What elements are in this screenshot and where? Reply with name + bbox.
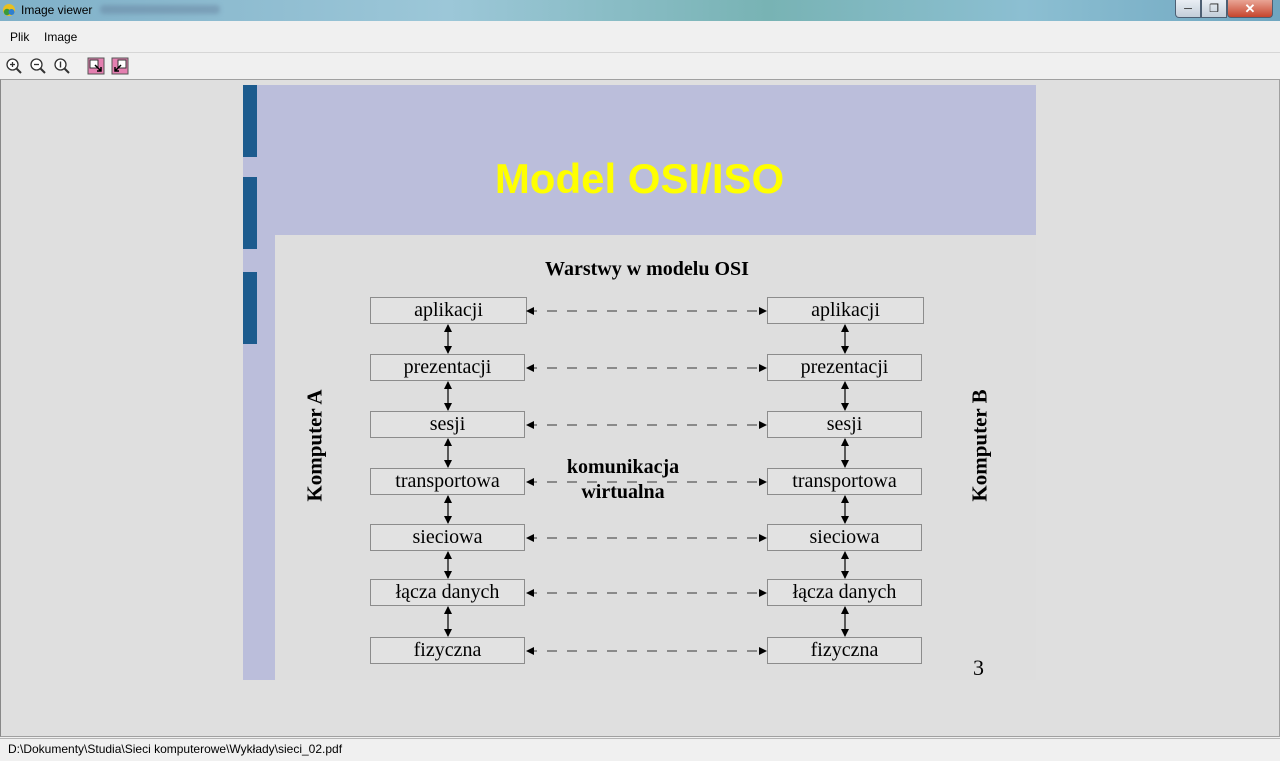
diagram-arrows — [444, 307, 849, 655]
layer-right-lacza-danych: łącza danych — [767, 579, 922, 606]
layer-left-transportowa: transportowa — [370, 468, 525, 495]
center-label-line1: komunikacja — [566, 456, 680, 478]
center-label-line2: wirtualna — [581, 481, 665, 503]
layer-right-aplikacji: aplikacji — [767, 297, 924, 324]
page-number: 3 — [973, 655, 984, 680]
blurred-title-text — [100, 5, 220, 14]
minimize-button[interactable]: ─ — [1175, 0, 1201, 18]
actual-size-icon[interactable] — [111, 57, 129, 75]
fit-window-icon[interactable] — [87, 57, 105, 75]
layer-left-prezentacji: prezentacji — [370, 354, 525, 381]
toolbar — [0, 52, 1280, 79]
layer-right-fizyczna: fizyczna — [767, 637, 922, 664]
menu-bar: Plik Image — [0, 27, 1280, 47]
layer-right-sieciowa: sieciowa — [767, 524, 922, 551]
accent-bar-3 — [243, 272, 257, 344]
title-bar: Image viewer ─ ❐ ✕ — [0, 0, 1280, 21]
app-icon — [3, 4, 15, 16]
zoom-reset-icon[interactable] — [53, 57, 71, 75]
layer-left-sieciowa: sieciowa — [370, 524, 525, 551]
layer-right-sesji: sesji — [767, 411, 922, 438]
zoom-in-icon[interactable] — [5, 57, 23, 75]
slide-title: Model OSI/ISO — [494, 155, 785, 202]
layer-left-lacza-danych: łącza danych — [370, 579, 525, 606]
window-title: Image viewer — [21, 3, 93, 17]
layer-right-transportowa: transportowa — [767, 468, 922, 495]
layer-right-prezentacji: prezentacji — [767, 354, 922, 381]
maximize-button[interactable]: ❐ — [1201, 0, 1227, 18]
layer-left-aplikacji: aplikacji — [370, 297, 527, 324]
layer-left-sesji: sesji — [370, 411, 525, 438]
slide-header — [243, 85, 1036, 235]
status-bar: D:\Dokumenty\Studia\Sieci komputerowe\Wy… — [0, 738, 1280, 761]
zoom-out-icon[interactable] — [29, 57, 47, 75]
accent-bar-2 — [243, 177, 257, 249]
diagram-title: Warstwy w modelu OSI — [545, 258, 749, 280]
virtual-communication-label: komunikacja wirtualna — [548, 455, 698, 505]
slide-image: Model OSI/ISO Warstwy w modelu OSI Kompu… — [243, 85, 1036, 680]
menu-plik[interactable]: Plik — [10, 30, 30, 44]
accent-bar-1 — [243, 85, 257, 157]
close-button[interactable]: ✕ — [1227, 0, 1273, 18]
file-path: D:\Dokumenty\Studia\Sieci komputerowe\Wy… — [8, 742, 343, 756]
layer-left-fizyczna: fizyczna — [370, 637, 525, 664]
menu-image[interactable]: Image — [44, 30, 78, 44]
